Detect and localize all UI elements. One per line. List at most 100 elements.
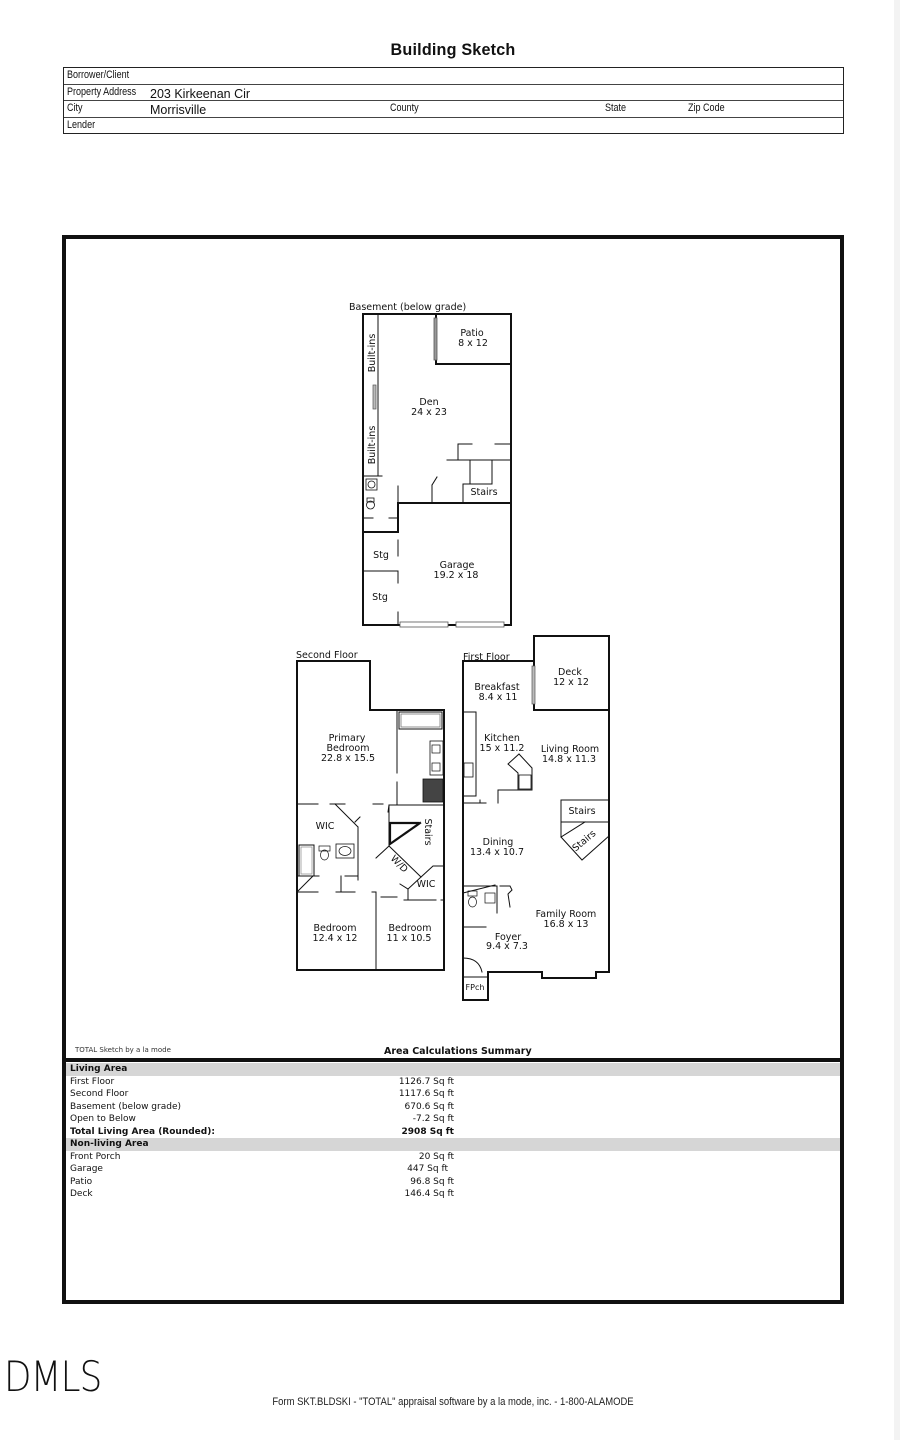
room-storage-lower: Stg xyxy=(372,592,388,603)
room-den-dims: 24 x 23 xyxy=(411,407,447,418)
area-row-value: -7.2 Sq ft xyxy=(412,1114,454,1124)
area-row-label: Second Floor xyxy=(70,1089,129,1099)
room-foyer-name: Foyer xyxy=(495,932,521,943)
nonliving-area-header-label: Non-living Area xyxy=(70,1139,149,1149)
lender-row: Lender xyxy=(64,118,843,135)
room-first-stairs-upper: Stairs xyxy=(568,806,595,817)
room-living-dims: 14.8 x 11.3 xyxy=(542,754,596,765)
sketch-credit: TOTAL Sketch by a la mode xyxy=(75,1046,171,1054)
room-foyer-dims: 9.4 x 7.3 xyxy=(486,941,528,952)
room-primary-bedroom-line2: Bedroom xyxy=(327,743,370,754)
borrower-row: Borrower/Client xyxy=(64,68,843,85)
room-front-porch: FPch xyxy=(466,983,485,992)
city-row: City Morrisville County State Zip Code xyxy=(64,101,843,118)
room-basement-stairs: Stairs xyxy=(470,487,497,498)
area-calculations-table: Living Area First Floor 1126.7 Sq ft Sec… xyxy=(66,1063,840,1201)
living-area-header: Living Area xyxy=(66,1063,840,1076)
area-row-value: 1117.6 Sq ft xyxy=(398,1089,454,1099)
room-first-stairs-lower: Stairs xyxy=(570,828,598,854)
area-row: Front Porch 20 Sq ft xyxy=(66,1151,840,1164)
basement-plan xyxy=(362,313,512,628)
area-row: Basement (below grade) 670.6 Sq ft xyxy=(66,1101,840,1114)
document-title: Building Sketch xyxy=(390,40,516,59)
area-summary-title: Area Calculations Summary xyxy=(384,1046,532,1057)
room-deck-dims: 12 x 12 xyxy=(553,677,589,688)
room-kitchen-dims: 15 x 11.2 xyxy=(480,743,525,754)
area-row-label: Deck xyxy=(70,1189,93,1199)
area-row: Second Floor 1117.6 Sq ft xyxy=(66,1088,840,1101)
area-row-label: Open to Below xyxy=(70,1114,136,1124)
second-floor-plan xyxy=(296,660,445,971)
area-row: Patio 96.8 Sq ft xyxy=(66,1176,840,1189)
area-row-value: 1126.7 Sq ft xyxy=(398,1076,454,1087)
area-row-value: 670.6 Sq ft xyxy=(404,1101,454,1112)
borrower-label: Borrower/Client xyxy=(67,69,130,81)
area-row-value: 447 Sq ft xyxy=(407,1164,448,1174)
second-floor-title: Second Floor xyxy=(296,650,358,661)
property-header-table: Borrower/Client Property Address 203 Kir… xyxy=(63,67,844,134)
room-builtins-upper: Built-ins xyxy=(367,334,378,373)
room-dining-name: Dining xyxy=(483,837,514,848)
state-label: State xyxy=(605,102,627,114)
basement-title: Basement (below grade) xyxy=(349,302,466,313)
address-row: Property Address 203 Kirkeenan Cir xyxy=(64,85,843,101)
area-row: Open to Below -7.2 Sq ft xyxy=(66,1113,840,1126)
area-divider xyxy=(62,1058,844,1062)
address-label: Property Address xyxy=(67,85,137,98)
city-label: City xyxy=(67,102,83,114)
room-breakfast-dims: 8.4 x 11 xyxy=(479,692,518,703)
zip-label: Zip Code xyxy=(688,102,725,114)
total-living-area-value: 2908 Sq ft xyxy=(401,1126,454,1137)
area-row-label: Basement (below grade) xyxy=(70,1101,181,1112)
page-edge xyxy=(894,0,900,1440)
room-second-stairs: Stairs xyxy=(422,818,433,845)
city-value: Morrisville xyxy=(150,103,207,117)
room-family-dims: 16.8 x 13 xyxy=(544,919,589,930)
first-floor-title: First Floor xyxy=(463,652,510,663)
room-builtins-lower: Built-ins xyxy=(367,426,378,465)
lender-label: Lender xyxy=(67,118,96,131)
room-storage-upper: Stg xyxy=(373,550,389,561)
area-row: Deck 146.4 Sq ft xyxy=(66,1188,840,1201)
nonliving-area-header: Non-living Area xyxy=(66,1138,840,1151)
dmls-watermark-logo: DMLS xyxy=(4,1352,102,1401)
area-row-label: Patio xyxy=(70,1176,93,1187)
area-row-value: 20 Sq ft xyxy=(418,1151,454,1162)
room-living-name: Living Room xyxy=(541,744,599,755)
area-row: Garage 447 Sq ft xyxy=(66,1163,840,1176)
room-patio-name: Patio xyxy=(460,328,483,339)
room-dining-dims: 13.4 x 10.7 xyxy=(470,847,524,858)
room-deck-name: Deck xyxy=(558,667,582,678)
area-row-label: Front Porch xyxy=(70,1151,121,1162)
room-family-name: Family Room xyxy=(536,909,597,920)
form-footer: Form SKT.BLDSKI - "TOTAL" appraisal soft… xyxy=(272,1396,634,1408)
room-primary-bedroom-line1: Primary xyxy=(329,733,366,744)
first-floor-plan xyxy=(462,635,610,1001)
room-wic-primary: WIC xyxy=(316,821,335,832)
sketch-frame xyxy=(62,235,844,1304)
room-garage-name: Garage xyxy=(440,560,475,571)
area-row: First Floor 1126.7 Sq ft xyxy=(66,1076,840,1089)
area-row-value: 146.4 Sq ft xyxy=(404,1189,454,1199)
area-row-label: First Floor xyxy=(70,1076,115,1087)
total-living-area-label: Total Living Area (Rounded): xyxy=(70,1126,215,1137)
room-washer-dryer: W/D xyxy=(388,853,410,875)
area-row-label: Garage xyxy=(70,1164,103,1174)
floor-plan-sketch: Basement (below grade) Second Floor Firs… xyxy=(296,302,610,1001)
room-bedroom-2-dims: 11 x 10.5 xyxy=(387,933,432,944)
room-primary-bedroom-dims: 22.8 x 15.5 xyxy=(321,753,375,764)
room-bedroom-1-dims: 12.4 x 12 xyxy=(313,933,358,944)
room-wic-second: WIC xyxy=(417,879,436,890)
room-garage-dims: 19.2 x 18 xyxy=(434,570,479,581)
county-label: County xyxy=(390,102,419,114)
room-den-name: Den xyxy=(419,397,438,408)
room-bedroom-1-name: Bedroom xyxy=(314,923,357,934)
address-value: 203 Kirkeenan Cir xyxy=(150,86,251,101)
room-breakfast-name: Breakfast xyxy=(474,682,519,693)
room-bedroom-2-name: Bedroom xyxy=(389,923,432,934)
total-living-area-row: Total Living Area (Rounded): 2908 Sq ft xyxy=(66,1126,840,1139)
room-kitchen-name: Kitchen xyxy=(484,733,520,744)
area-row-value: 96.8 Sq ft xyxy=(410,1176,454,1187)
living-area-header-label: Living Area xyxy=(70,1064,128,1074)
room-patio-dims: 8 x 12 xyxy=(458,338,488,349)
